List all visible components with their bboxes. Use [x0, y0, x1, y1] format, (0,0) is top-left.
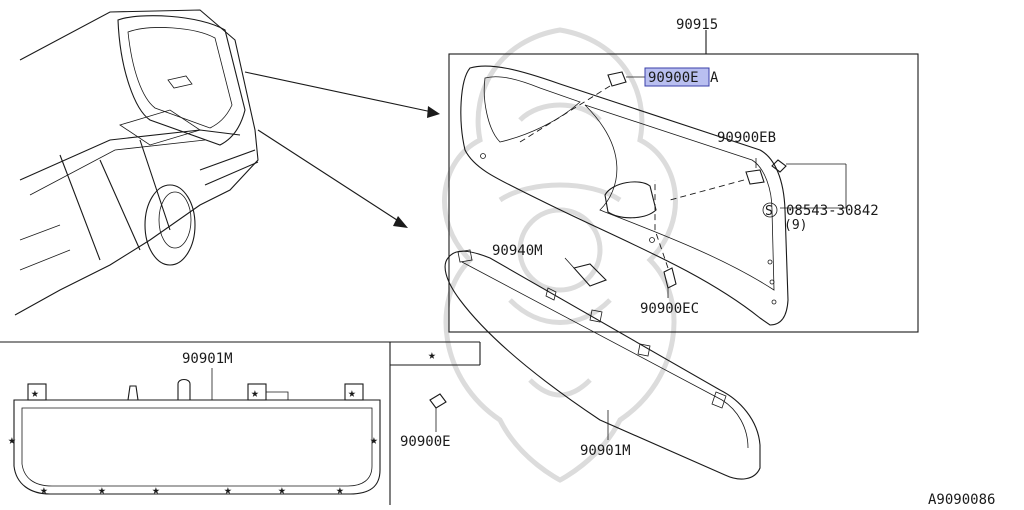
label-screw-qty: (9) — [784, 218, 807, 233]
inset-stars: ★ ★ ★ ★ ★ ★ ★ ★ ★ ★ ★ — [8, 386, 378, 498]
inset-frame — [0, 341, 481, 505]
svg-text:★: ★ — [336, 483, 344, 498]
svg-text:★: ★ — [251, 386, 259, 401]
inset-trim-drawing — [13, 368, 381, 495]
screw-symbol: S — [765, 204, 773, 219]
clip-90900eb — [669, 158, 765, 201]
inset-star-header: ★ — [428, 348, 436, 363]
label-90901m-inset: 90901M — [182, 351, 233, 367]
label-90915: 90915 — [676, 17, 718, 33]
lower-trim-panel — [444, 249, 761, 480]
label-90900ec: 90900EC — [640, 301, 699, 317]
screw-08543: S — [762, 159, 847, 219]
diagram-id: A9090086 — [928, 492, 995, 508]
svg-text:★: ★ — [278, 483, 286, 498]
svg-text:★: ★ — [31, 386, 39, 401]
label-90900e: 90900E — [400, 434, 451, 450]
svg-text:★: ★ — [224, 483, 232, 498]
label-90901m-lower: 90901M — [580, 443, 631, 459]
label-90940m: 90940M — [492, 243, 543, 259]
clip-90900ea — [519, 71, 646, 143]
assembly-frame — [448, 53, 919, 333]
back-door-panel — [460, 65, 789, 326]
label-90900ea-suffix: A — [710, 70, 719, 86]
pointer-arrows — [244, 71, 440, 228]
watermark-emblem — [442, 27, 678, 483]
svg-text:★: ★ — [8, 433, 16, 448]
clip-90900ec — [654, 180, 677, 298]
vehicle-illustration — [14, 9, 259, 316]
highlight-box — [644, 67, 710, 87]
svg-text:★: ★ — [98, 483, 106, 498]
clip-90900e — [429, 393, 447, 432]
svg-text:★: ★ — [40, 483, 48, 498]
label-90900eb: 90900EB — [717, 130, 776, 146]
svg-text:★: ★ — [348, 386, 356, 401]
label-90900ea: 90900E — [648, 70, 699, 86]
svg-text:★: ★ — [370, 433, 378, 448]
svg-text:★: ★ — [152, 483, 160, 498]
label-screw: 08543-30842 — [786, 203, 879, 219]
